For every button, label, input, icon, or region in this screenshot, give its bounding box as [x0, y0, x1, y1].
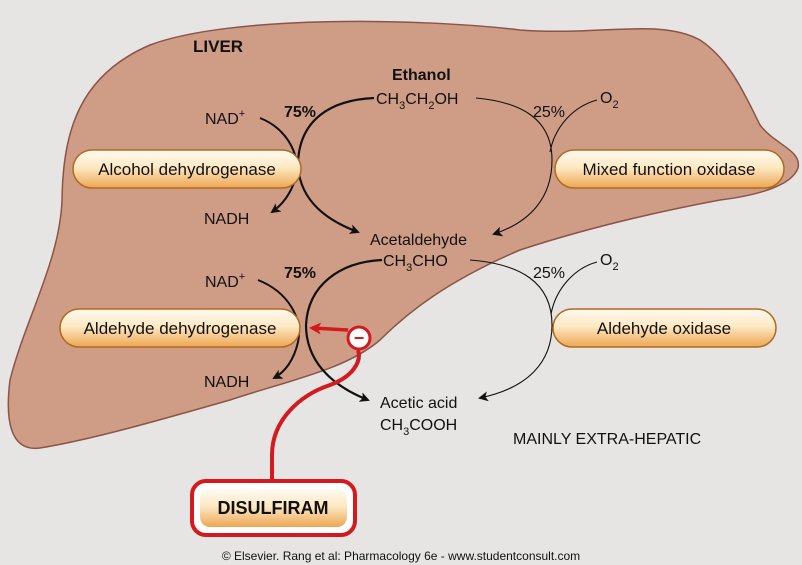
alcohol-dehydrogenase-pill: Alcohol dehydrogenase [72, 149, 302, 189]
inhibition-arrow [309, 322, 349, 335]
step2-oxygen-arc [550, 261, 598, 315]
mixed-function-oxidase-label: Mixed function oxidase [583, 160, 756, 179]
step2-oxygen-label: O2 [600, 252, 619, 273]
aldehyde-oxidase-label: Aldehyde oxidase [597, 319, 731, 338]
step1-minor-percent: 25% [533, 104, 565, 121]
step1-oxygen-label: O2 [600, 90, 619, 111]
step2-nad-label: NAD+ [205, 271, 245, 291]
ethanol-formula: CH3CH2OH [376, 91, 458, 112]
acetic-acid-name: Acetic acid [380, 395, 457, 412]
liver-label: LIVER [193, 37, 243, 56]
step2-major-percent: 75% [284, 265, 316, 282]
mixed-function-oxidase-pill: Mixed function oxidase [554, 149, 785, 189]
step1-nadh-label: NADH [204, 211, 249, 228]
inhibition-sign: − [354, 328, 365, 348]
extrahepatic-label: MAINLY EXTRA-HEPATIC [513, 431, 701, 448]
step2-cofactor-arc [257, 279, 300, 379]
alcohol-dehydrogenase-label: Alcohol dehydrogenase [98, 160, 276, 179]
disulfiram-label: DISULFIRAM [218, 498, 329, 518]
step1-nad-label: NAD+ [205, 108, 245, 128]
aldehyde-dehydrogenase-label: Aldehyde dehydrogenase [84, 319, 277, 338]
step1-major-percent: 75% [284, 104, 316, 121]
acetaldehyde-formula: CH3CHO [383, 253, 448, 274]
step2-minor-arc [469, 259, 553, 402]
acetaldehyde-name: Acetaldehyde [370, 232, 467, 249]
aldehyde-dehydrogenase-pill: Aldehyde dehydrogenase [59, 308, 301, 348]
copyright-credit: © Elsevier. Rang et al: Pharmacology 6e … [222, 549, 580, 563]
step1-oxygen-arc [549, 99, 598, 153]
inhibition-minus-icon: − [346, 325, 372, 351]
acetic-acid-formula: CH3COOH [380, 417, 457, 438]
step2-nadh-label: NADH [204, 374, 249, 391]
disulfiram-box: DISULFIRAM [190, 479, 357, 537]
ethanol-name: Ethanol [392, 67, 451, 84]
inhibition-line [270, 349, 361, 482]
step1-minor-arc [475, 97, 553, 237]
aldehyde-oxidase-pill: Aldehyde oxidase [552, 308, 777, 348]
step2-minor-percent: 25% [533, 265, 565, 282]
